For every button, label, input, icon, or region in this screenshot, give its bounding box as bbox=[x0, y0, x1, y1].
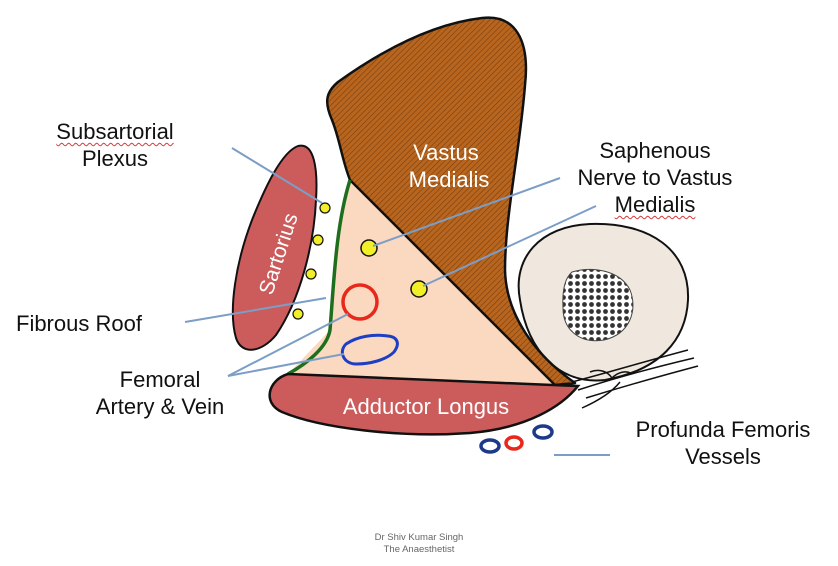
credit-line-1: Dr Shiv Kumar Singh bbox=[319, 532, 519, 544]
label-saphenous-nerve: Saphenous Nerve to Vastus Medialis bbox=[550, 137, 760, 218]
label-saphenous-line-2: Nerve to Vastus bbox=[550, 164, 760, 191]
label-subsartorial-line-2: Plexus bbox=[40, 145, 190, 172]
label-subsartorial-line-1: Subsartorial bbox=[40, 118, 190, 145]
label-profunda-line-1: Profunda Femoris bbox=[612, 416, 834, 443]
saphenous-nerve bbox=[361, 240, 377, 256]
nerve-to-vastus-medialis bbox=[411, 281, 427, 297]
label-femoral-line-1: Femoral bbox=[70, 366, 250, 393]
label-subsartorial-plexus: Subsartorial Plexus bbox=[40, 118, 190, 172]
femur-marrow bbox=[563, 269, 633, 340]
vastus-medialis-line-2: Medialis bbox=[409, 167, 490, 192]
adductor-longus-label: Adductor Longus bbox=[343, 394, 509, 419]
label-profunda-femoris: Profunda Femoris Vessels bbox=[612, 416, 834, 470]
label-femoral-line-2: Artery & Vein bbox=[70, 393, 250, 420]
author-credit: Dr Shiv Kumar Singh The Anaesthetist bbox=[319, 532, 519, 556]
vastus-medialis-line-1: Vastus bbox=[413, 140, 479, 165]
label-saphenous-line-3: Medialis bbox=[550, 191, 760, 218]
credit-line-2: The Anaesthetist bbox=[319, 544, 519, 556]
label-fibrous-roof: Fibrous Roof bbox=[16, 310, 142, 337]
label-profunda-line-2: Vessels bbox=[612, 443, 834, 470]
label-saphenous-line-1: Saphenous bbox=[550, 137, 760, 164]
label-femoral-vessels: Femoral Artery & Vein bbox=[70, 366, 250, 420]
